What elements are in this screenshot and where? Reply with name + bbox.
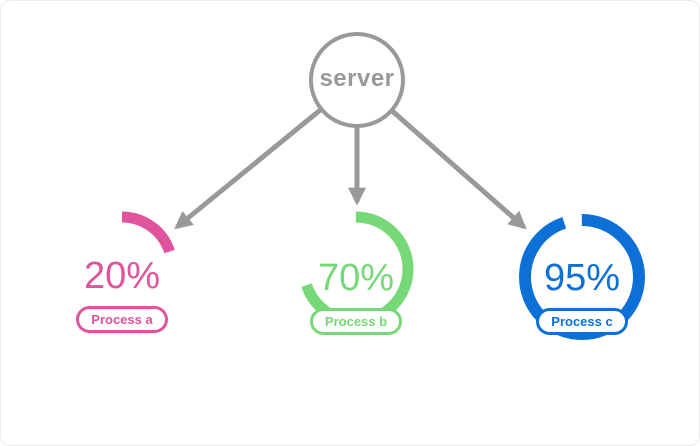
process-b-badge[interactable]: Process b xyxy=(309,308,403,335)
process-c-badge[interactable]: Process c xyxy=(536,308,628,335)
process-a-percent: 20% xyxy=(83,255,161,297)
process-b-percent: 70% xyxy=(317,257,395,299)
process-b-block: 70% Process b xyxy=(266,257,446,335)
process-c-block: 95% Process c xyxy=(492,257,672,335)
process-c-percent: 95% xyxy=(543,257,621,299)
server-node-label: server xyxy=(319,65,395,92)
server-node-circle xyxy=(309,32,405,128)
process-a-block: 20% Process a xyxy=(32,255,212,333)
gauge-arc-process-a xyxy=(66,211,178,323)
process-a-badge[interactable]: Process a xyxy=(76,306,168,333)
